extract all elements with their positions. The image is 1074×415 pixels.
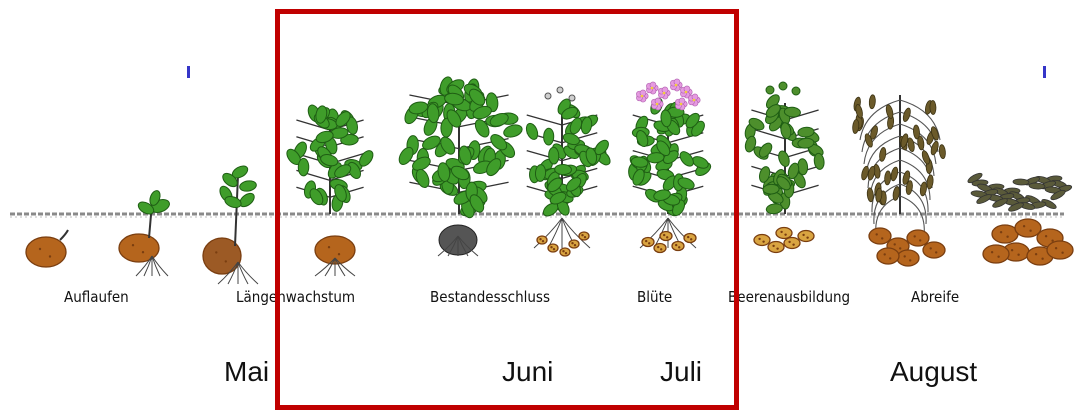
plant-auflaufen — [26, 230, 68, 267]
month-tick-right — [1043, 66, 1046, 78]
plant-abreife — [852, 95, 946, 266]
plant-final-maturity — [967, 171, 1073, 265]
stage-label-abreife: Abreife — [911, 288, 959, 306]
stage-label-auflaufen: Auflaufen — [64, 288, 129, 306]
highlight-frame — [275, 9, 739, 410]
month-label-august: August — [890, 356, 977, 388]
plant-beerenausbildung — [744, 82, 825, 253]
month-tick-left — [187, 66, 190, 78]
stage-label-beerenausbildung: Beerenausbildung — [728, 288, 850, 306]
plant-emergence — [119, 189, 171, 276]
plant-early-growth — [203, 163, 258, 284]
month-label-mai: Mai — [224, 356, 269, 388]
